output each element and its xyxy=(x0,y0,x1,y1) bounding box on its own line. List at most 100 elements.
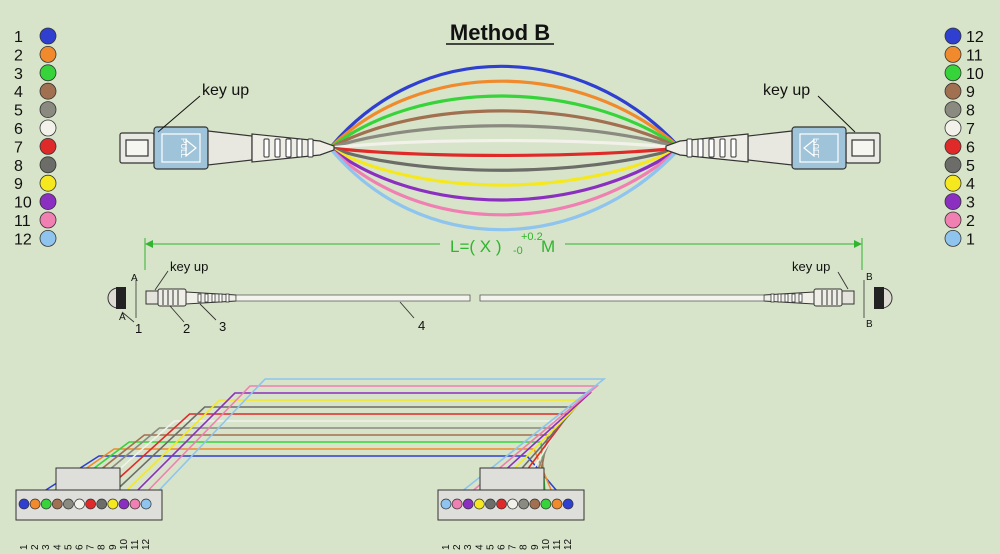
right-position-number: 12 xyxy=(563,538,574,550)
right-fiber-position xyxy=(551,498,563,510)
left-position-number: 3 xyxy=(41,544,52,550)
right-legend-number: 7 xyxy=(966,121,975,138)
right-legend-number: 11 xyxy=(966,47,983,64)
right-legend-number: 1 xyxy=(966,231,975,248)
boot-rib xyxy=(697,138,704,158)
pinout-wire xyxy=(112,399,585,505)
boot-rib xyxy=(263,138,270,158)
right-legend-swatch xyxy=(944,137,962,155)
left-legend-swatch xyxy=(39,193,57,211)
left-legend-number: 1 xyxy=(14,29,23,46)
left-position-number: 1 xyxy=(19,544,30,550)
pinout-wire xyxy=(134,385,600,505)
dimension-arrow-right xyxy=(854,240,862,248)
left-legend-number: 12 xyxy=(14,231,32,248)
right-position-number: 6 xyxy=(497,544,508,550)
side-boot-rib xyxy=(211,293,216,303)
right-legend-number: 9 xyxy=(966,84,975,101)
right-legend-swatch xyxy=(944,119,962,137)
boot-rib xyxy=(686,138,693,158)
section-b-top: B xyxy=(866,272,873,283)
left-fiber-position xyxy=(96,498,108,510)
top-left-connector: PULL xyxy=(119,126,335,170)
left-legend-swatch xyxy=(39,211,57,229)
boot-rib xyxy=(708,138,715,158)
dimension-tolerance-minus: -0 xyxy=(513,245,523,257)
left-legend-swatch xyxy=(39,82,57,100)
side-view-assembly xyxy=(107,270,893,323)
top-right-connector: PULL xyxy=(665,126,881,170)
right-fiber-position xyxy=(473,498,485,510)
crimp-body xyxy=(747,130,793,166)
left-legend-number: 5 xyxy=(14,103,23,120)
left-fiber-position xyxy=(40,498,52,510)
left-position-number: 10 xyxy=(119,538,130,550)
left-position-number: 7 xyxy=(86,544,97,550)
right-fiber-position xyxy=(562,498,574,510)
boot-rib xyxy=(307,138,314,158)
fan-fiber xyxy=(329,146,681,202)
length-dimension: L=( X ) +0.2 -0 M xyxy=(144,231,863,270)
side-boot-rib xyxy=(204,293,209,303)
right-legend-number: 5 xyxy=(966,158,975,175)
dimension-tolerance-plus: +0.2 xyxy=(521,231,543,243)
housing-arrow xyxy=(803,138,815,158)
right-fiber-position xyxy=(462,498,474,510)
left-fiber-position xyxy=(85,498,96,510)
right-legend-swatch xyxy=(944,193,962,211)
pinout-wire xyxy=(145,378,607,505)
side-left-key-leader xyxy=(154,270,169,291)
fan-fiber xyxy=(329,138,681,150)
boot-rib xyxy=(274,138,281,158)
left-fiber-position xyxy=(63,498,74,510)
section-a-bottom: A xyxy=(119,312,126,323)
fan-fiber xyxy=(329,109,681,150)
left-position-number: 12 xyxy=(141,538,152,550)
left-legend-swatch xyxy=(39,46,57,63)
right-legend-number: 6 xyxy=(966,139,975,156)
right-fiber-position xyxy=(518,498,530,510)
right-position-number: 1 xyxy=(441,544,452,550)
side-housing xyxy=(157,288,187,307)
side-boot-rib xyxy=(225,293,230,303)
right-position-number: 3 xyxy=(463,544,474,550)
right-legend-number: 4 xyxy=(966,176,975,193)
left-position-number: 6 xyxy=(75,544,86,550)
left-legend-number: 8 xyxy=(14,158,23,175)
left-legend-number: 9 xyxy=(14,176,23,193)
housing-pull-text: PULL xyxy=(179,138,188,159)
pinout-wire xyxy=(101,406,578,505)
right-ferrule-key-tab xyxy=(479,467,545,493)
left-fiber-position xyxy=(107,498,119,510)
right-fiber-position xyxy=(540,498,552,510)
right-fiber-position xyxy=(496,498,507,510)
right-position-number: 10 xyxy=(541,538,552,550)
right-position-number: 2 xyxy=(452,544,463,550)
end-view-body xyxy=(874,287,884,309)
fan-fiber xyxy=(329,146,681,158)
side-left-key-up-label: key up xyxy=(170,259,208,274)
callout-leader xyxy=(199,303,217,321)
left-legend-swatch xyxy=(39,156,57,174)
side-housing xyxy=(813,288,843,307)
pinout-wire xyxy=(78,420,564,505)
left-position-number: 9 xyxy=(108,544,119,550)
housing-arrow xyxy=(185,138,197,158)
crimp-body xyxy=(207,130,253,166)
right-legend-swatch xyxy=(944,229,962,247)
right-legend-number: 2 xyxy=(966,213,975,230)
left-legend-swatch xyxy=(39,174,57,192)
right-legend-swatch xyxy=(944,64,962,82)
diagram-title: Method B xyxy=(450,20,550,45)
left-legend-swatch xyxy=(39,229,57,247)
cable-right-segment xyxy=(479,294,765,302)
right-fiber-position xyxy=(440,498,452,510)
right-position-number: 7 xyxy=(508,544,519,550)
left-position-number: 5 xyxy=(63,544,74,550)
boot-rib xyxy=(719,138,726,158)
right-legend-swatch xyxy=(944,156,962,174)
fan-fiber xyxy=(328,146,682,217)
right-legend-number: 3 xyxy=(966,195,975,212)
pinout-wire xyxy=(123,392,593,505)
